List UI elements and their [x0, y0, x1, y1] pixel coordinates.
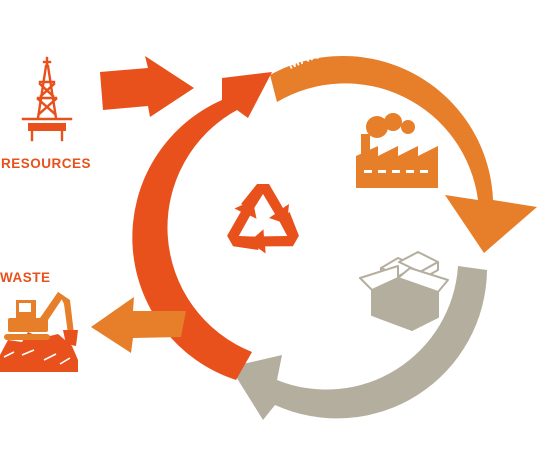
recycling-arrow — [132, 72, 272, 380]
resources-inflow-arrow — [100, 56, 194, 117]
waste-label: WASTE — [0, 270, 51, 285]
manufacturing-arrow — [270, 55, 537, 254]
cardboard-boxes-icon — [359, 251, 449, 331]
factory-icon — [356, 113, 438, 188]
consumption-arrow — [230, 266, 487, 420]
waste-outflow-arrow — [91, 297, 186, 353]
excavator-waste-icon — [0, 292, 78, 372]
oil-derrick-icon — [21, 56, 73, 142]
recycle-icon — [227, 184, 299, 254]
resources-label: RESOURCES — [1, 156, 91, 171]
